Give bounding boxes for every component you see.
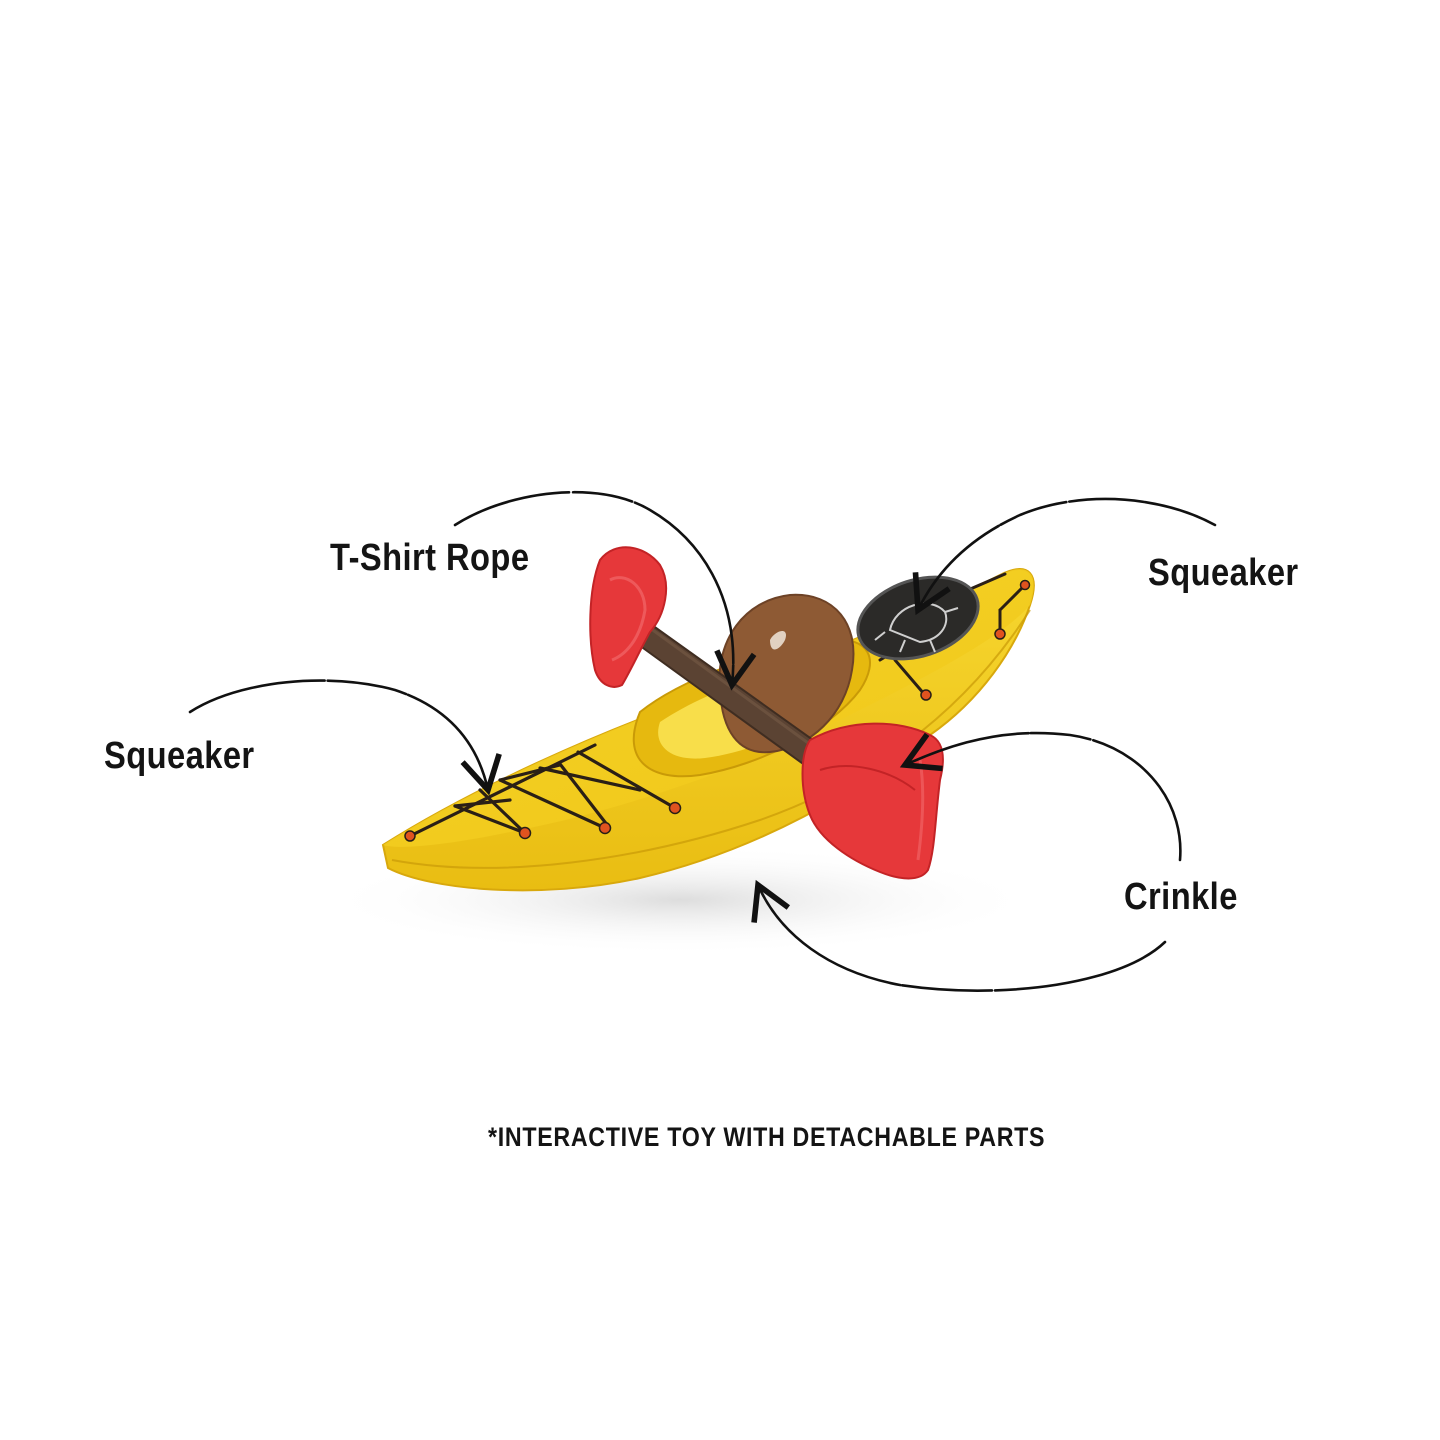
front-lacing: [408, 743, 677, 838]
arrow-tshirt-rope: [453, 490, 757, 691]
arrow-squeaker-right: [912, 497, 1217, 616]
callout-label-tshirt-rope: T-Shirt Rope: [330, 537, 530, 579]
arrow-crinkle-lower: [751, 879, 1167, 992]
front-eyelets: [404, 801, 682, 842]
callout-label-crinkle: Crinkle: [1124, 876, 1238, 918]
callout-label-squeaker-left: Squeaker: [104, 735, 255, 777]
arrow-squeaker-left: [188, 679, 502, 796]
callout-label-squeaker-right: Squeaker: [1148, 552, 1299, 594]
paddle-blade-upper: [589, 546, 668, 688]
rear-eyelets: [920, 579, 1031, 701]
callout-arrows: [188, 490, 1217, 992]
arrow-crinkle-upper: [899, 731, 1182, 862]
footnote-text: *INTERACTIVE TOY WITH DETACHABLE PARTS: [488, 1122, 1046, 1152]
